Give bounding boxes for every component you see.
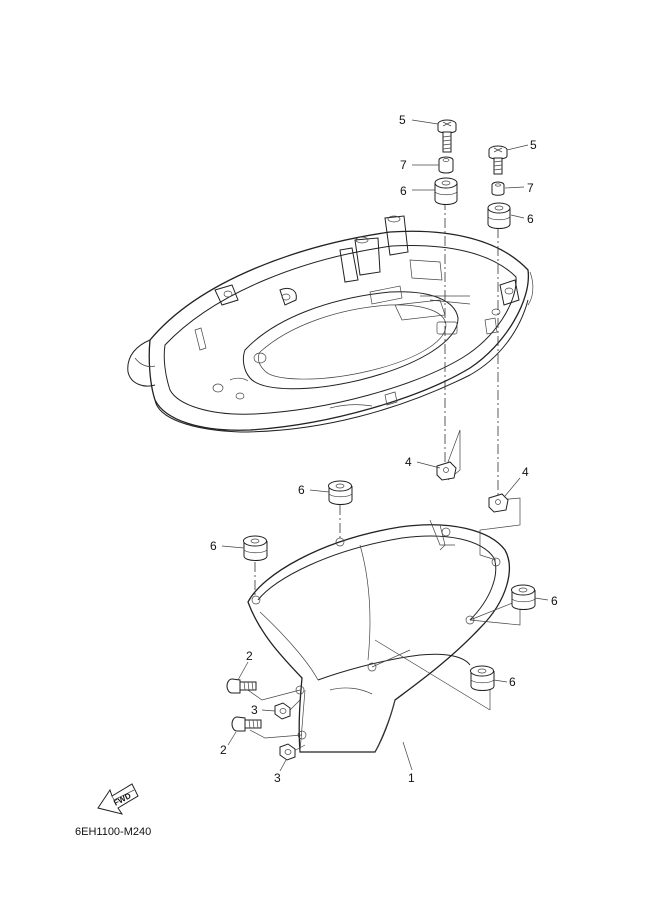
callout-2: 2 — [220, 743, 227, 757]
callout-leaders — [221, 119, 549, 772]
callout-6: 6 — [400, 184, 407, 198]
callout-3: 3 — [274, 771, 281, 785]
grommet-6-b — [243, 535, 268, 561]
grommet-6-top-right — [487, 202, 511, 229]
clip-4-left — [436, 461, 457, 481]
callout-6: 6 — [298, 483, 305, 497]
grommet-6-d — [470, 665, 495, 691]
screw-2-upper — [226, 678, 257, 694]
nut-3-upper — [274, 702, 291, 720]
callout-6: 6 — [210, 539, 217, 553]
callout-1: 1 — [408, 771, 415, 785]
nut-3-lower — [279, 743, 296, 761]
grommet-6-a — [328, 480, 353, 505]
collar-7-right — [491, 181, 505, 196]
clip-4-right — [488, 493, 509, 513]
callout-4: 4 — [405, 455, 412, 469]
callout-6: 6 — [551, 594, 558, 608]
screw-5-right — [488, 145, 508, 175]
callout-3: 3 — [251, 703, 258, 717]
callout-5: 5 — [399, 113, 406, 127]
callout-4: 4 — [522, 465, 529, 479]
fwd-arrow-icon: FWD — [97, 783, 139, 815]
callout-6: 6 — [527, 212, 534, 226]
collar-7-left — [438, 156, 454, 174]
callout-7: 7 — [527, 181, 534, 195]
callout-6: 6 — [509, 675, 516, 689]
screw-5-left — [437, 119, 457, 153]
assembly-lines — [244, 200, 521, 753]
callout-5: 5 — [530, 138, 537, 152]
bottom-cowling-upper — [127, 215, 534, 433]
grommet-6-top-left — [434, 177, 458, 205]
bottom-cowling-lower — [247, 519, 510, 753]
callout-2: 2 — [246, 649, 253, 663]
screw-2-lower — [231, 716, 262, 732]
grommet-6-c — [511, 584, 536, 610]
drawing-code: 6EH1100-M240 — [75, 826, 151, 838]
callout-7: 7 — [400, 158, 407, 172]
callout-numbers: 5 5 7 7 6 6 4 4 6 6 6 6 2 3 2 3 1 — [210, 113, 558, 785]
